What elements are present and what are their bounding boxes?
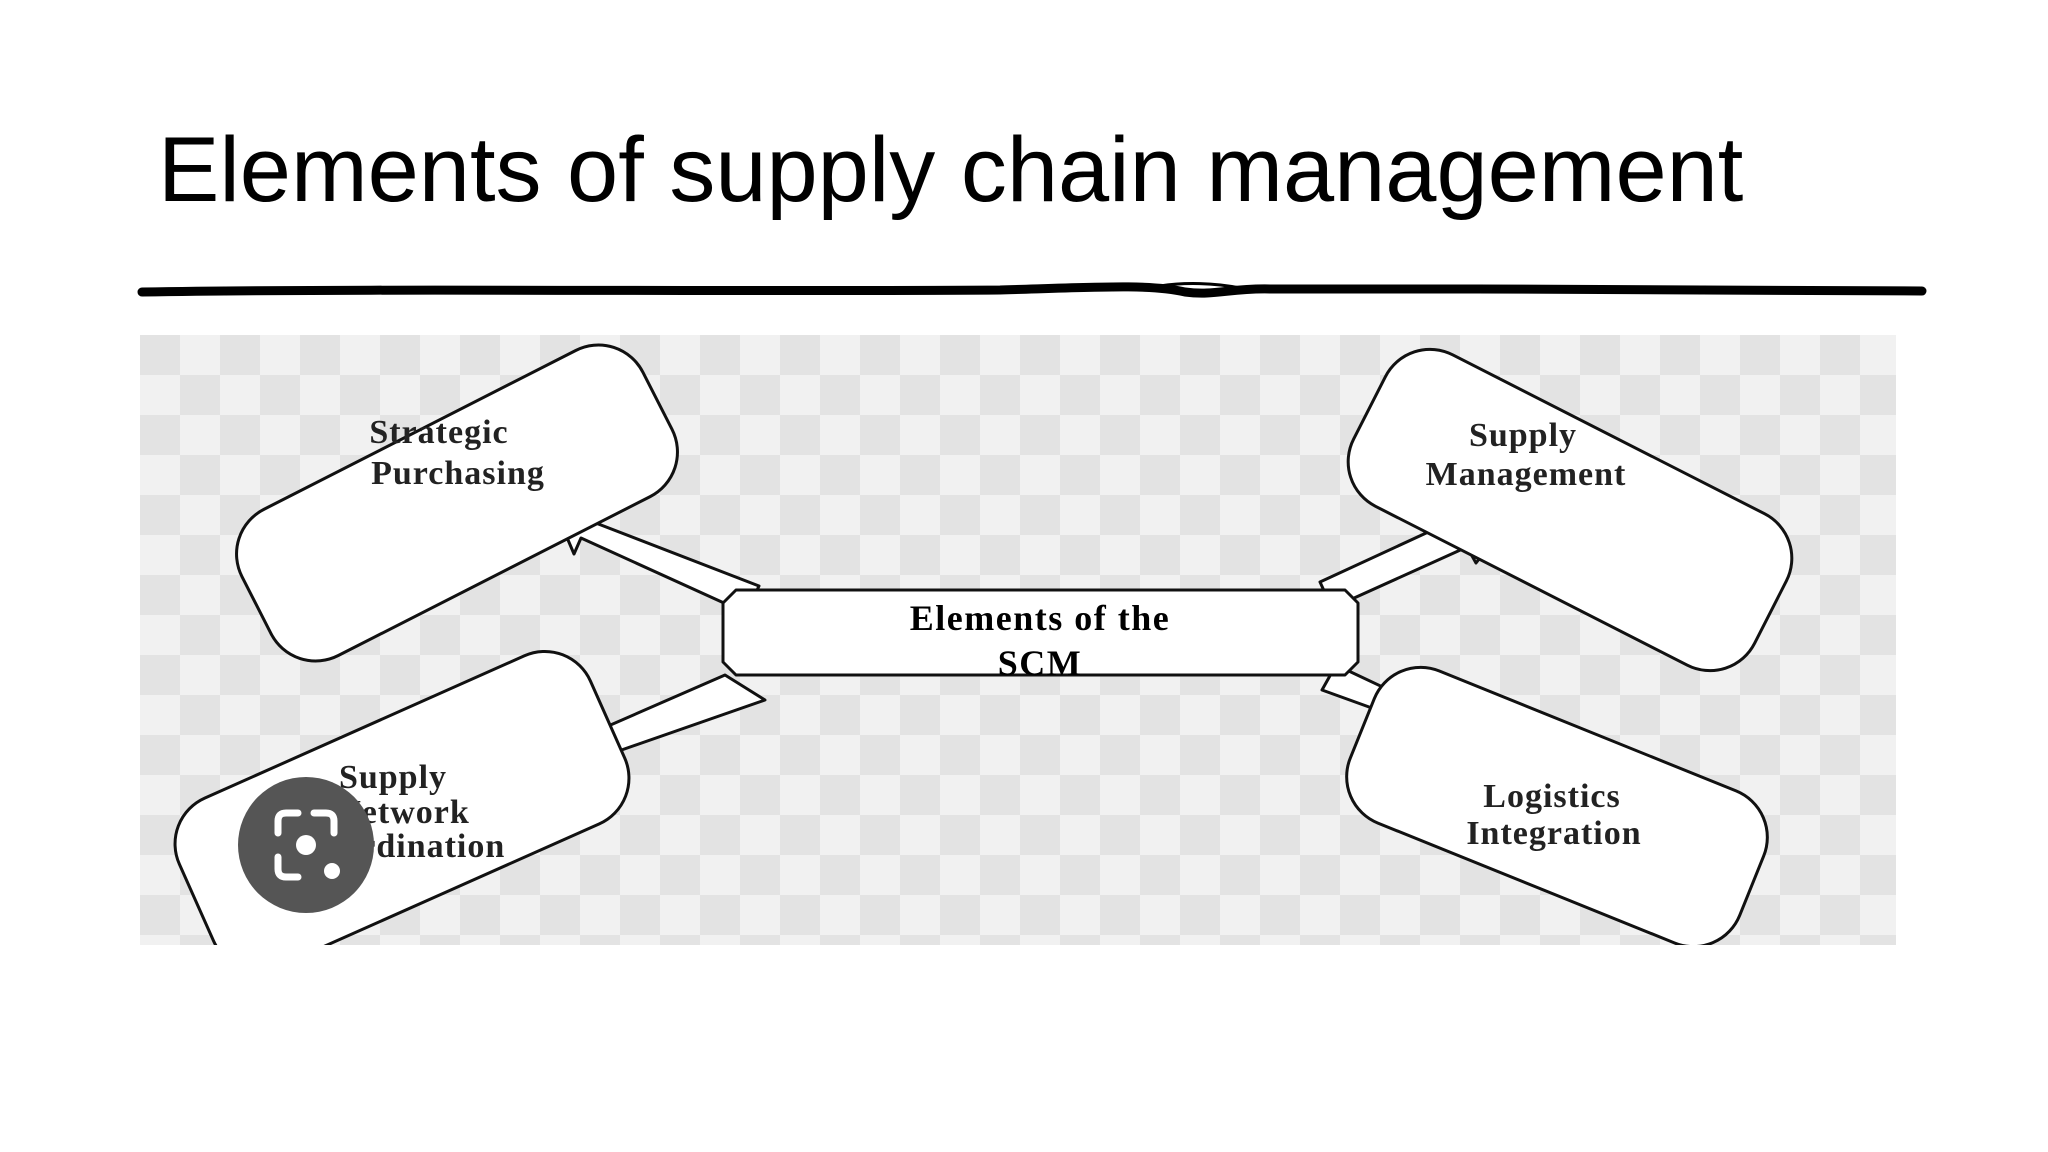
title-divider xyxy=(137,282,1927,298)
center-node-label-line1: Elements of the xyxy=(910,598,1170,638)
supply-management-label-line2: Management xyxy=(1426,456,1627,493)
node-logistics-integration: Logistics Integration xyxy=(1345,665,1769,945)
supply-network-coordination-label-line1: Supply xyxy=(339,759,447,796)
node-strategic-purchasing: Strategic Purchasing xyxy=(235,343,679,663)
node-supply-management: Supply Management xyxy=(1346,347,1794,673)
supply-management-label-line1: Supply xyxy=(1469,417,1577,454)
strategic-purchasing-label-line1: Strategic xyxy=(369,414,508,451)
center-node: Elements of the SCM xyxy=(721,588,1360,683)
strategic-purchasing-label-line2: Purchasing xyxy=(371,455,545,492)
logistics-integration-label-line2: Integration xyxy=(1466,815,1641,852)
center-node-label-line2: SCM xyxy=(998,643,1083,683)
lens-scan-icon[interactable] xyxy=(238,777,374,913)
slide-title: Elements of supply chain management xyxy=(158,119,1744,221)
scm-diagram: Elements of the SCM Strategic Purchasing… xyxy=(140,335,1896,945)
logistics-integration-label-line1: Logistics xyxy=(1483,778,1620,815)
